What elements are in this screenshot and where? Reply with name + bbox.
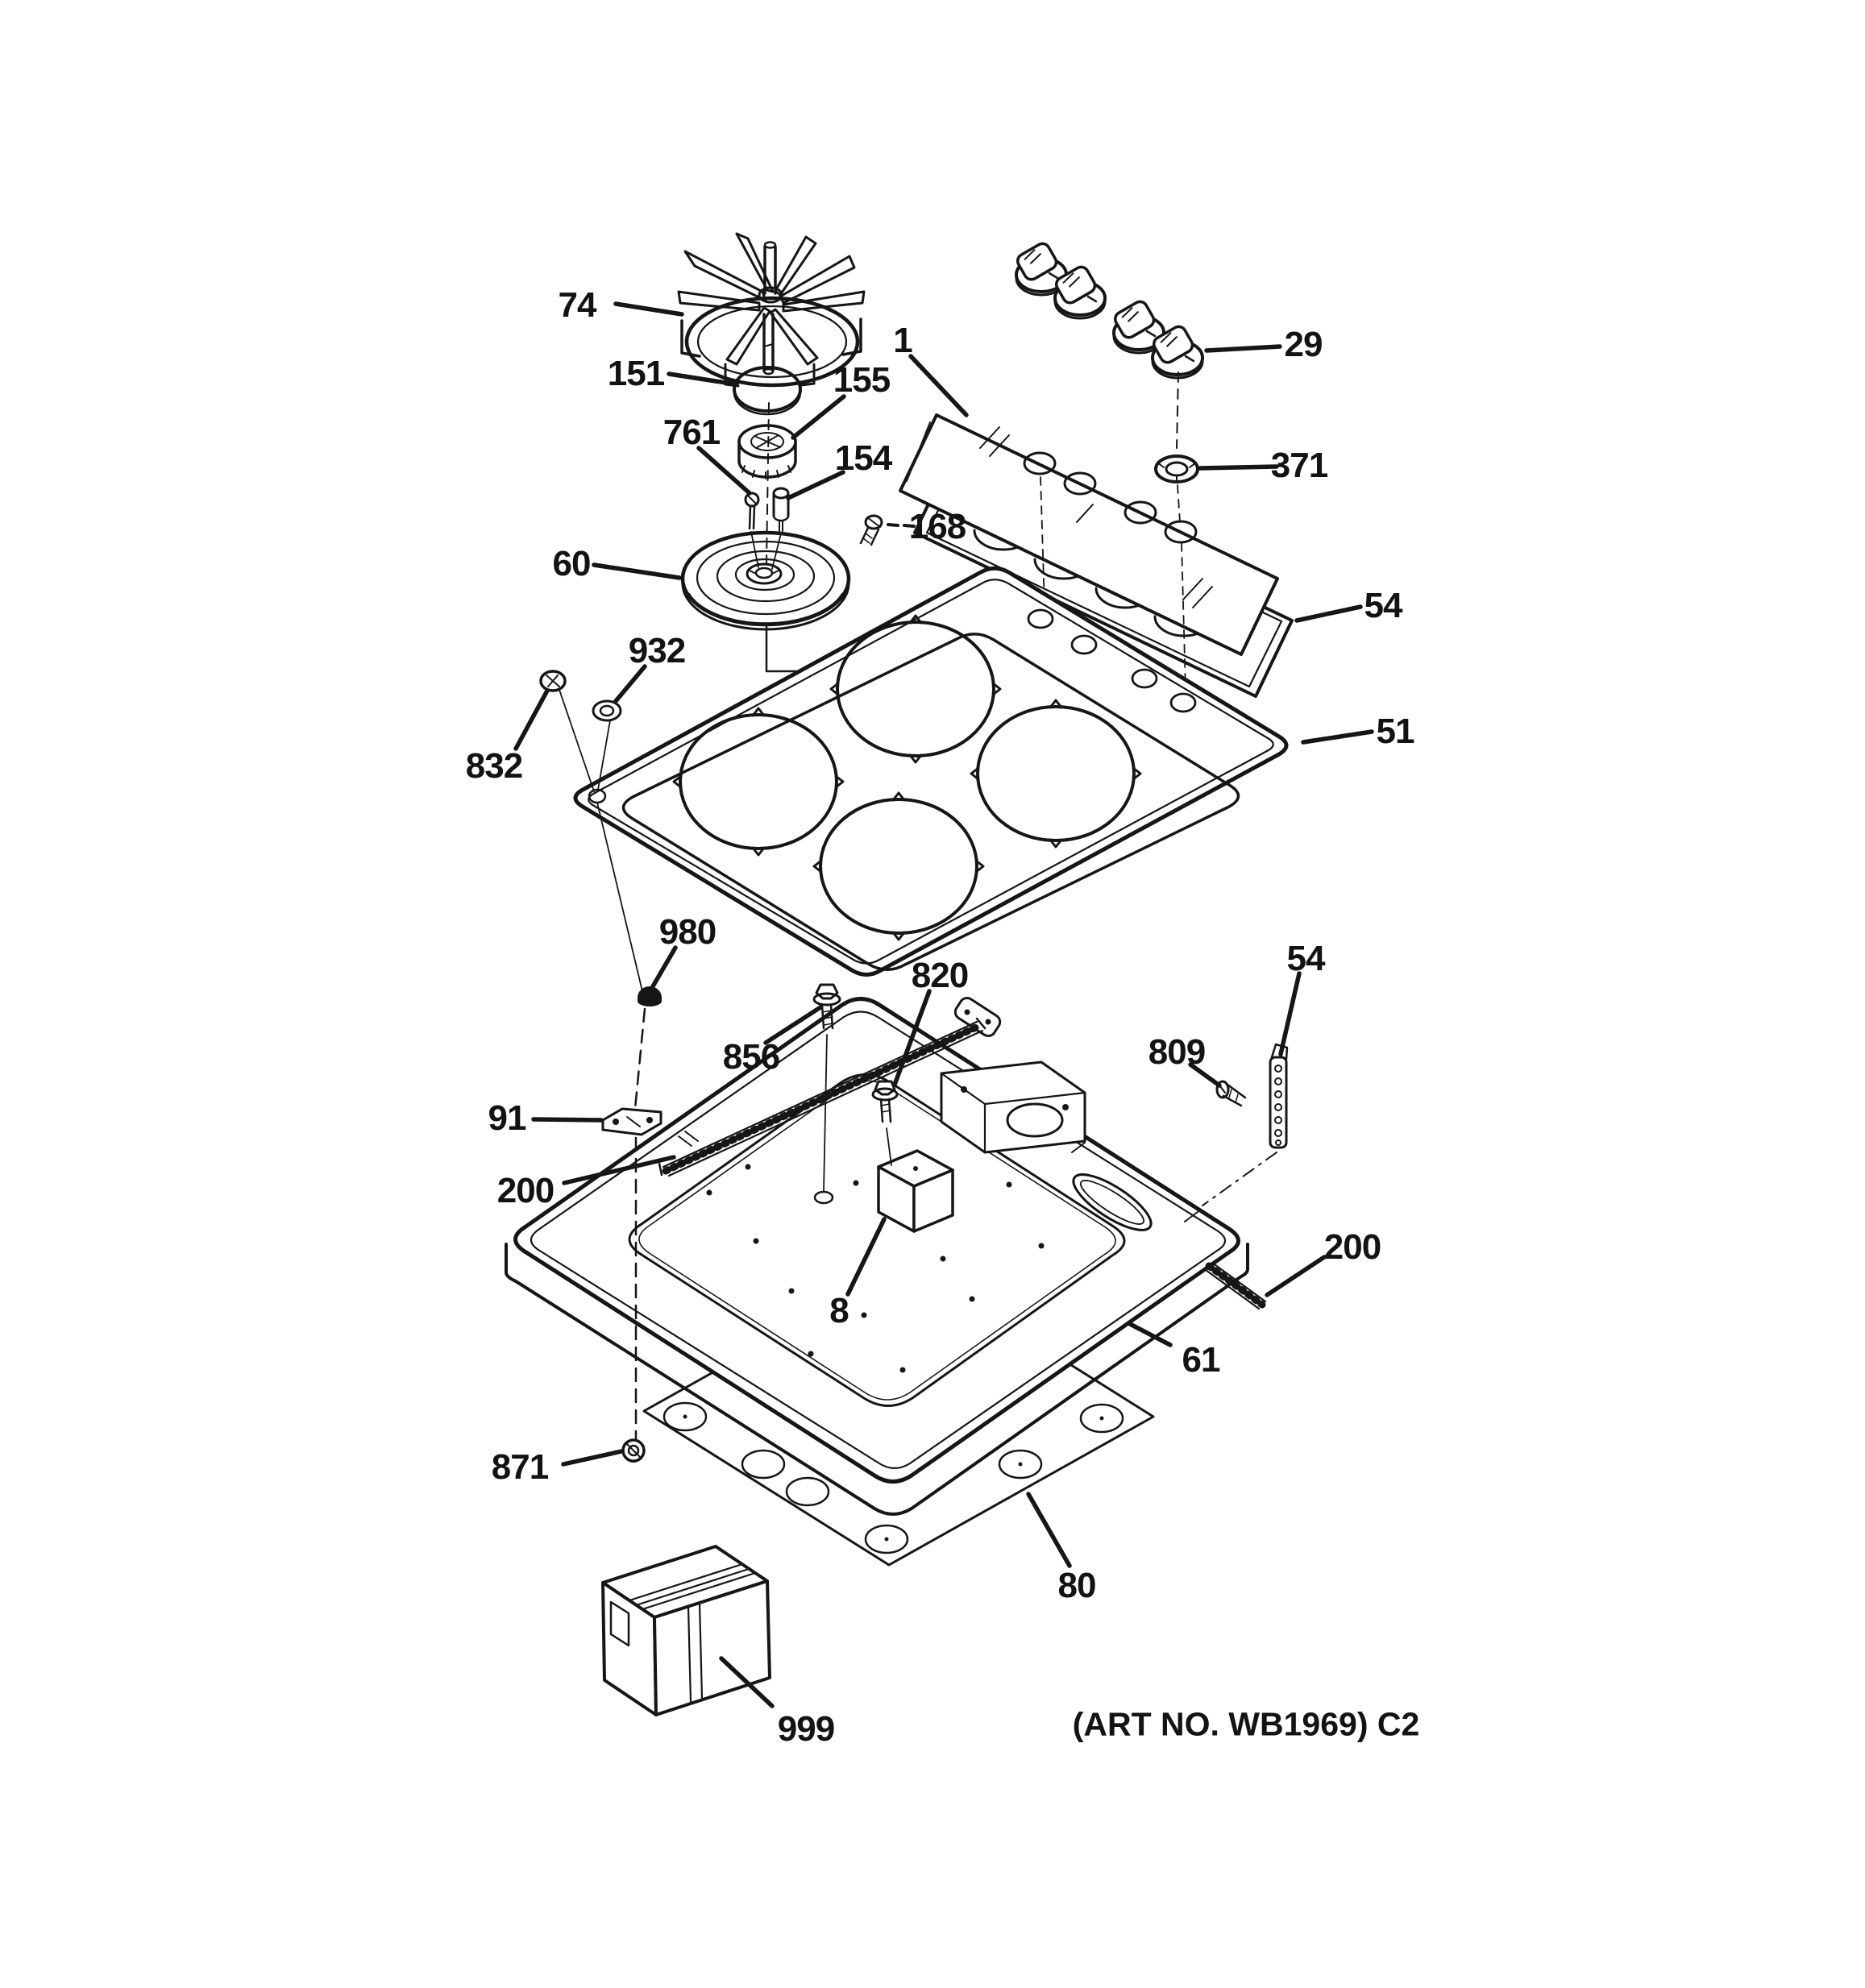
part-label-832: 832 [465,746,523,786]
ring-dash-line [1177,484,1186,691]
rail-200-left-drawing [658,1017,986,1177]
part-label-54-right: 54 [1286,939,1326,978]
part-label-80: 80 [1057,1566,1097,1605]
part-label-999: 999 [777,1709,835,1749]
part-label-200-right: 200 [1323,1227,1381,1267]
panel-hole-dash-line [1040,476,1045,607]
part-label-761: 761 [663,413,721,452]
burner-box-drawing [505,996,1249,1516]
screw-832-drawing [539,670,595,792]
control-knobs-drawing [1015,242,1204,380]
part-label-155: 155 [833,360,891,400]
part-label-51: 51 [1376,712,1415,751]
part-label-200-left: 200 [496,1171,555,1210]
part-label-809: 809 [1148,1032,1206,1072]
nut-871-drawing [621,1438,646,1463]
main-top-to-grommet-line [596,802,643,992]
part-label-54-top: 54 [1364,586,1403,625]
part-label-61: 61 [1182,1340,1221,1380]
part-label-8: 8 [829,1291,849,1330]
burner-bowl-drawing [680,530,851,631]
bolt-820-drawing [871,1080,899,1166]
part-label-60: 60 [552,544,592,583]
part-label-932: 932 [628,631,686,670]
knob-stem-dash-line [1176,371,1179,449]
burner-cap-drawing [733,366,802,416]
part-label-29: 29 [1284,325,1323,364]
part-label-856: 856 [722,1037,780,1077]
bracket-91-drawing [601,1107,663,1136]
grommet-dash-line [633,1007,646,1110]
part-label-1: 1 [893,321,913,360]
screw-168-drawing [859,514,916,546]
igniter-electrode-drawing [744,492,760,568]
grommet-980-drawing [638,986,662,1006]
part-label-154: 154 [834,438,892,478]
screw-856-drawing [812,983,841,1205]
orifice-drawing [771,487,790,570]
leader-lines [513,301,1374,1708]
part-label-871: 871 [491,1447,549,1487]
knob-ring-drawing [1154,454,1199,484]
assembly-centerline [766,402,770,565]
part-label-74: 74 [558,285,597,325]
burner-grate-drawing [677,232,866,388]
part-label-91: 91 [488,1098,527,1138]
main-top-drawing [573,566,1289,977]
part-label-980: 980 [658,912,717,952]
part-label-820: 820 [911,956,969,995]
spark-module-drawing [877,1149,954,1233]
part-label-371: 371 [1270,446,1328,485]
burner-opening-nubs [672,614,1142,941]
art-number-note: (ART NO. WB1969) C2 [1072,1705,1420,1743]
part-label-151: 151 [607,354,665,393]
part-label-168: 168 [908,507,966,546]
screw-809-drawing [1215,1080,1247,1107]
rail-200-right-drawing [1204,1261,1267,1310]
bracket-strip-54-drawing [1202,1043,1289,1206]
literature-box-drawing [601,1545,771,1716]
washer-932-drawing [592,699,622,791]
